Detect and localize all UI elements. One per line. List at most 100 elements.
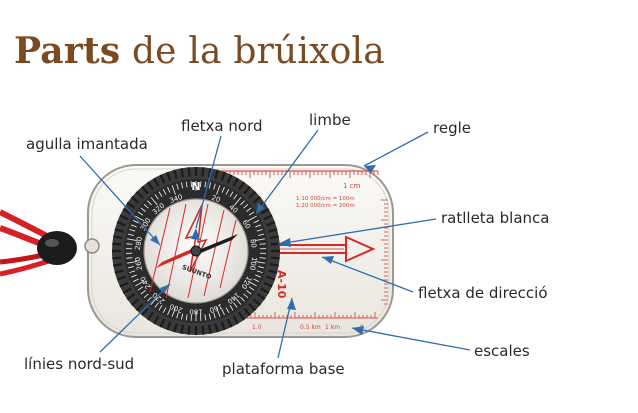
knurl-ridge	[268, 269, 278, 274]
limbe-tick	[204, 314, 207, 321]
bottom-scale-label-3: 1 km	[325, 324, 340, 331]
knurl-ridge	[173, 169, 178, 179]
lanyard-stopper	[37, 231, 77, 265]
scale-text-1: 1:10 000/cm = 100m	[296, 196, 355, 202]
limbe-tick	[154, 194, 159, 200]
knurl-ridge	[126, 201, 136, 209]
knurl-ridge	[122, 287, 132, 294]
knurl-ridge	[201, 167, 205, 177]
limbe-tick	[126, 238, 137, 242]
limbe-tick	[143, 293, 149, 299]
needle-pivot	[190, 245, 202, 257]
limbe-tick	[229, 305, 234, 311]
limbe-tick	[208, 313, 211, 320]
limbe-tick	[204, 181, 207, 188]
knurl-ridge	[256, 293, 266, 301]
page-title: Parts de la brúixola	[14, 30, 385, 72]
knurl-ridge	[220, 171, 226, 181]
limbe-tick	[257, 233, 265, 236]
knurl-ridge	[243, 185, 251, 195]
label-fletxa-nord: fletxa nord	[181, 117, 263, 135]
limbe-tick	[229, 191, 234, 197]
limbe-tick	[255, 260, 266, 264]
knurl-ridge	[270, 256, 280, 260]
knurl-ridge	[266, 275, 276, 281]
limbe-tick	[158, 305, 163, 311]
limbe-ticks	[126, 181, 266, 321]
leader-linies-nord-sud	[99, 283, 171, 353]
knurl-ridge	[252, 298, 262, 306]
knurl-ridge	[220, 321, 226, 331]
limbe-tick	[167, 309, 171, 316]
limbe-tick	[129, 270, 136, 274]
knurl-ridge	[116, 221, 126, 227]
limbe-tick	[126, 243, 133, 245]
knurl-ridge	[269, 235, 279, 240]
knurl-ridge	[159, 318, 166, 328]
limbe-number: 100	[248, 256, 258, 271]
limbe-tick	[143, 203, 149, 209]
limbe-tick	[256, 228, 263, 232]
knurl-ridge	[238, 181, 246, 191]
limbe-tick	[171, 307, 176, 317]
knurl-ridge	[266, 221, 276, 227]
limbe-tick	[137, 286, 144, 291]
limbe-tick	[162, 307, 167, 314]
limbe-tick	[243, 203, 249, 209]
title-strong: Parts	[14, 30, 121, 72]
knurl-ridge	[201, 325, 205, 335]
limbe-tick	[213, 183, 216, 190]
limbe-tick	[233, 194, 238, 200]
limbe-tick	[216, 185, 221, 195]
knurl-ridge	[135, 303, 144, 312]
limbe-tick	[181, 182, 184, 189]
label-regle: regle	[433, 119, 471, 137]
knurl-ridge	[173, 323, 178, 333]
ruler-unit-text: 1 cm	[343, 182, 361, 190]
knurl-ridge	[226, 318, 233, 328]
limbe-tick	[135, 215, 145, 222]
knurl-ridge	[180, 168, 185, 178]
limbe-tick	[225, 307, 230, 314]
limbe-tick	[233, 302, 238, 308]
limbe-tick	[243, 293, 249, 299]
limbe-tick	[255, 224, 262, 228]
leader-fletxa-direccio	[321, 256, 414, 293]
knurl-ridge	[153, 177, 160, 187]
limbe-tick	[127, 266, 135, 269]
magnetic-needle-north	[156, 247, 196, 268]
knurl-ridge	[187, 167, 191, 177]
knurl-ridge	[269, 262, 279, 267]
lanyard	[0, 209, 77, 277]
label-escales: escales	[474, 342, 530, 360]
limbe-tick	[147, 200, 152, 206]
limbe-tick	[162, 188, 167, 195]
label-fletxa-direccio: fletxa de direcció	[418, 284, 548, 302]
knurl-ridge	[180, 324, 185, 334]
limbe-tick	[225, 188, 230, 195]
limbe-tick	[130, 274, 137, 278]
limbe-tick	[208, 182, 211, 189]
knurl-ridge	[248, 190, 257, 199]
knurl-ridge	[114, 228, 124, 233]
limbe-tick	[246, 207, 252, 212]
leader-arrowheads	[150, 165, 376, 335]
knurl-ridge	[122, 208, 132, 215]
limbe-tick	[126, 257, 133, 259]
limbe-tick	[253, 278, 260, 283]
knurl-ridge	[232, 177, 239, 187]
knurl-ridge	[113, 235, 123, 240]
limbe-tick	[240, 296, 245, 302]
limbe-tick	[248, 211, 255, 216]
knurl-ridge	[187, 325, 191, 335]
limbe-tick	[255, 274, 262, 278]
knurl-ridge	[207, 324, 212, 334]
knurl-ridge	[126, 293, 136, 301]
limbe-tick	[234, 197, 242, 206]
limbe-tick	[132, 278, 139, 283]
knurl-ridge	[243, 307, 251, 317]
limbe-tick	[255, 238, 266, 242]
model-label: A-10	[275, 270, 288, 299]
